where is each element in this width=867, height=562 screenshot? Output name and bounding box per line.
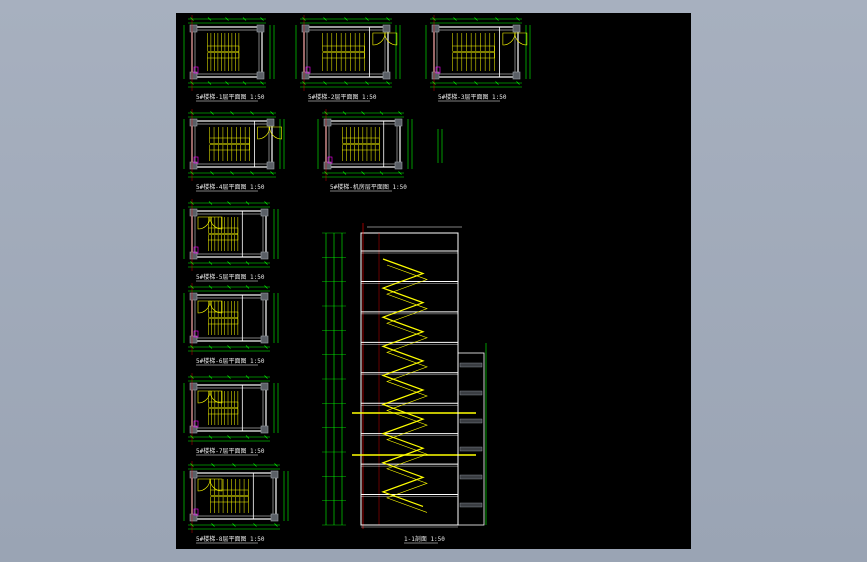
plan-title-8: 5#楼梯-7层平面图 1:50 xyxy=(196,447,265,455)
plan-title-9: 5#楼梯-8层平面图 1:50 xyxy=(196,535,265,543)
stair-plan-3[interactable]: 5#楼梯-3层平面图 1:50 xyxy=(425,15,531,102)
plan-title-5: 5#楼梯-机房层平面图 1:50 xyxy=(330,183,407,191)
plan-title-3: 5#楼梯-3层平面图 1:50 xyxy=(438,93,507,101)
stair-plan-6[interactable]: 5#楼梯-5层平面图 1:50 xyxy=(183,199,279,282)
stair-plan-2[interactable]: 5#楼梯-2层平面图 1:50 xyxy=(295,15,401,102)
plan-title-7: 5#楼梯-6层平面图 1:50 xyxy=(196,357,265,365)
cad-drawing[interactable]: 5#楼梯-1层平面图 1:50 5#楼梯-2层平面图 1:50 5#楼梯-3层平面图… xyxy=(176,13,691,549)
stair-plan-7[interactable]: 5#楼梯-6层平面图 1:50 xyxy=(183,283,279,366)
stair-section-1-1[interactable]: 1-1剖面 1:50 xyxy=(322,223,487,544)
plan-title-1: 5#楼梯-1层平面图 1:50 xyxy=(196,93,265,101)
stair-plan-8[interactable]: 5#楼梯-7层平面图 1:50 xyxy=(183,373,279,456)
plan-title-2: 5#楼梯-2层平面图 1:50 xyxy=(308,93,377,101)
plan-5-side-dim xyxy=(437,129,443,163)
stair-plan-4[interactable]: 5#楼梯-4层平面图 1:50 xyxy=(183,109,285,192)
stair-plan-9[interactable]: 5#楼梯-8层平面图 1:50 xyxy=(183,461,289,544)
plan-title-4: 5#楼梯-4层平面图 1:50 xyxy=(196,183,265,191)
section-title: 1-1剖面 1:50 xyxy=(404,535,445,543)
drawing-sheet[interactable]: 5#楼梯-1层平面图 1:50 5#楼梯-2层平面图 1:50 5#楼梯-3层平面图… xyxy=(176,13,691,549)
plan-title-6: 5#楼梯-5层平面图 1:50 xyxy=(196,273,265,281)
stair-plan-1[interactable]: 5#楼梯-1层平面图 1:50 xyxy=(183,15,275,102)
stair-plan-5[interactable]: 5#楼梯-机房层平面图 1:50 xyxy=(317,109,413,192)
